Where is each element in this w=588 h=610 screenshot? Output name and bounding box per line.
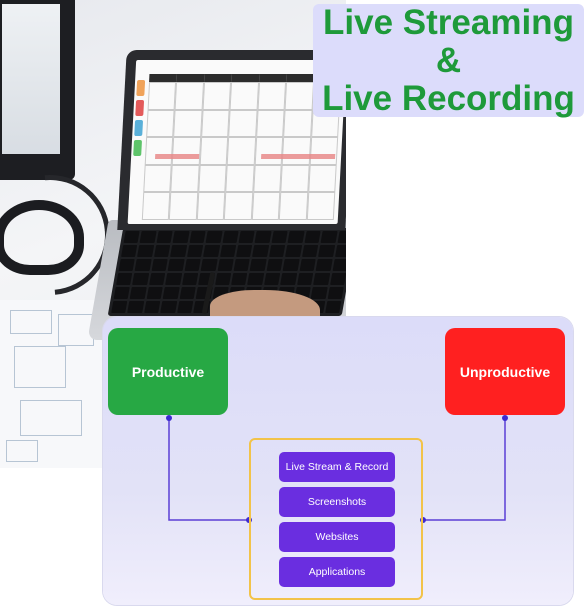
item-live-stream-record: Live Stream & Record [279, 452, 395, 482]
monitor [0, 0, 75, 180]
flow-diagram: Productive Unproductive Live Stream & Re… [103, 317, 573, 605]
connector-dot-right-top [502, 415, 508, 421]
item-applications: Applications [279, 557, 395, 587]
productive-box: Productive [108, 328, 228, 415]
calendar-grid [141, 74, 342, 220]
title-line-2: & [435, 41, 462, 80]
item-screenshots: Screenshots [279, 487, 395, 517]
title-line-3: Live Recording [322, 79, 575, 118]
tracking-features-container: Live Stream & Record Screenshots Website… [249, 438, 423, 600]
calendar-tabs [133, 80, 146, 160]
title-card: Live Streaming & Live Recording [313, 3, 584, 118]
title-line-1: Live Streaming [323, 3, 574, 42]
connector-dot-left-top [166, 415, 172, 421]
laptop-lid [117, 50, 346, 230]
monitor-screen [2, 4, 60, 154]
item-websites: Websites [279, 522, 395, 552]
unproductive-box: Unproductive [445, 328, 565, 415]
headphones [0, 200, 84, 275]
